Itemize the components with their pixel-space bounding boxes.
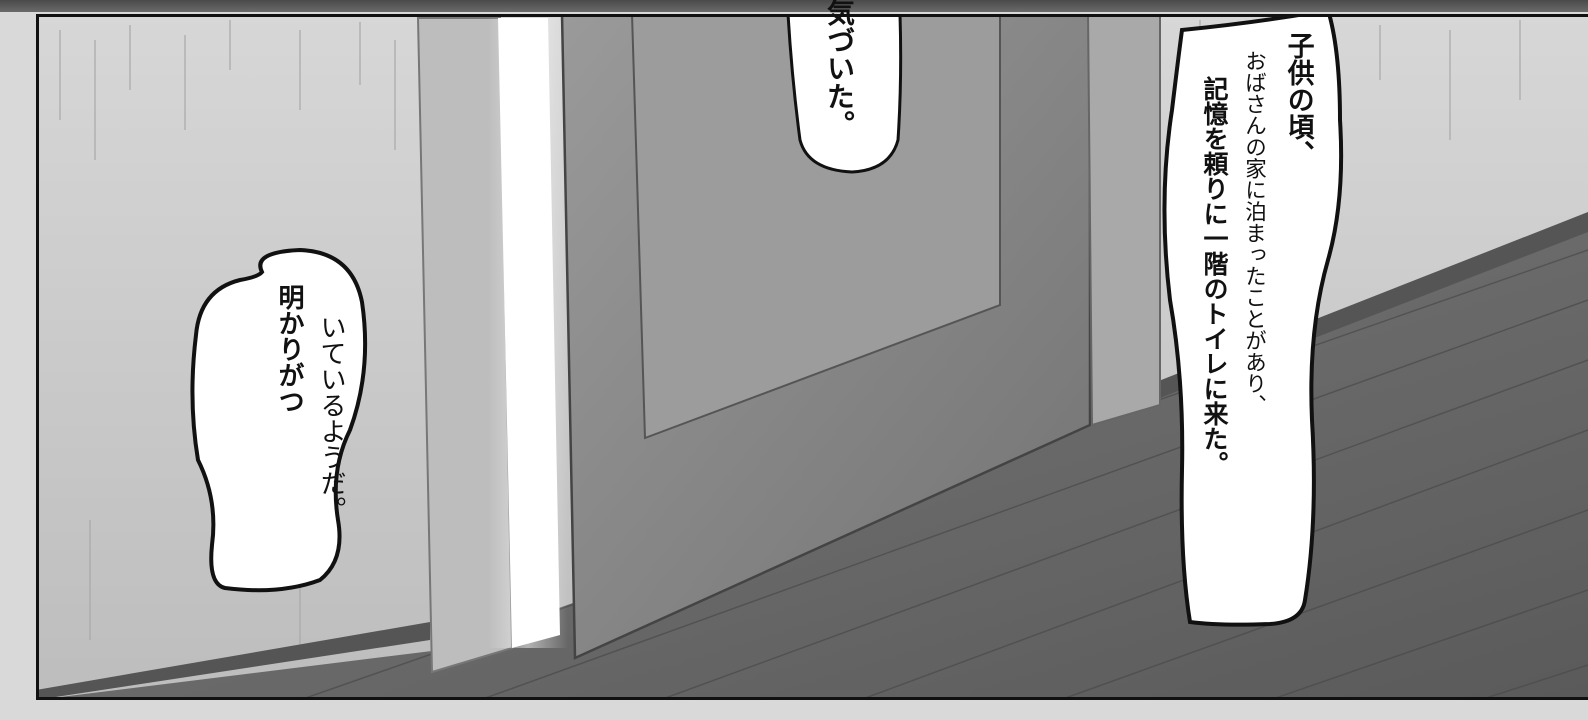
speech-bubble-top-outline bbox=[786, 14, 903, 174]
speech-bubble-left-line1: 明かりがつ bbox=[274, 284, 304, 414]
speech-bubble-right-line3: 記憶を頼りに一階のトイレに来た。 bbox=[1200, 76, 1229, 476]
previous-panel-edge bbox=[0, 0, 1588, 12]
speech-bubble-right-line2: おばさんの家に泊まったことがあり、 bbox=[1241, 50, 1267, 416]
floor-boards bbox=[299, 249, 1588, 700]
scene-illustration bbox=[36, 14, 1588, 700]
manga-panel bbox=[36, 14, 1588, 700]
speech-bubble-right-text: 子供の頃、 おばさんの家に泊まったことがあり、 記憶を頼りに一階のトイレに来た。 bbox=[1180, 32, 1320, 622]
door-frame-right bbox=[1086, 14, 1161, 427]
speech-bubble-left-line2: いているようだ。 bbox=[316, 314, 346, 522]
speech-bubble-left-text: 明かりがつ いているようだ。 bbox=[228, 284, 346, 584]
speech-bubble-left-outline bbox=[190, 247, 368, 593]
speech-bubble-top-text: 気づいた。 bbox=[822, 0, 856, 138]
speech-bubble-right-outline bbox=[1162, 14, 1344, 627]
light-glow bbox=[488, 18, 568, 648]
baseboard bbox=[36, 622, 430, 700]
speech-bubble-right-line1: 子供の頃、 bbox=[1282, 32, 1314, 167]
door-panel bbox=[630, 14, 1001, 440]
